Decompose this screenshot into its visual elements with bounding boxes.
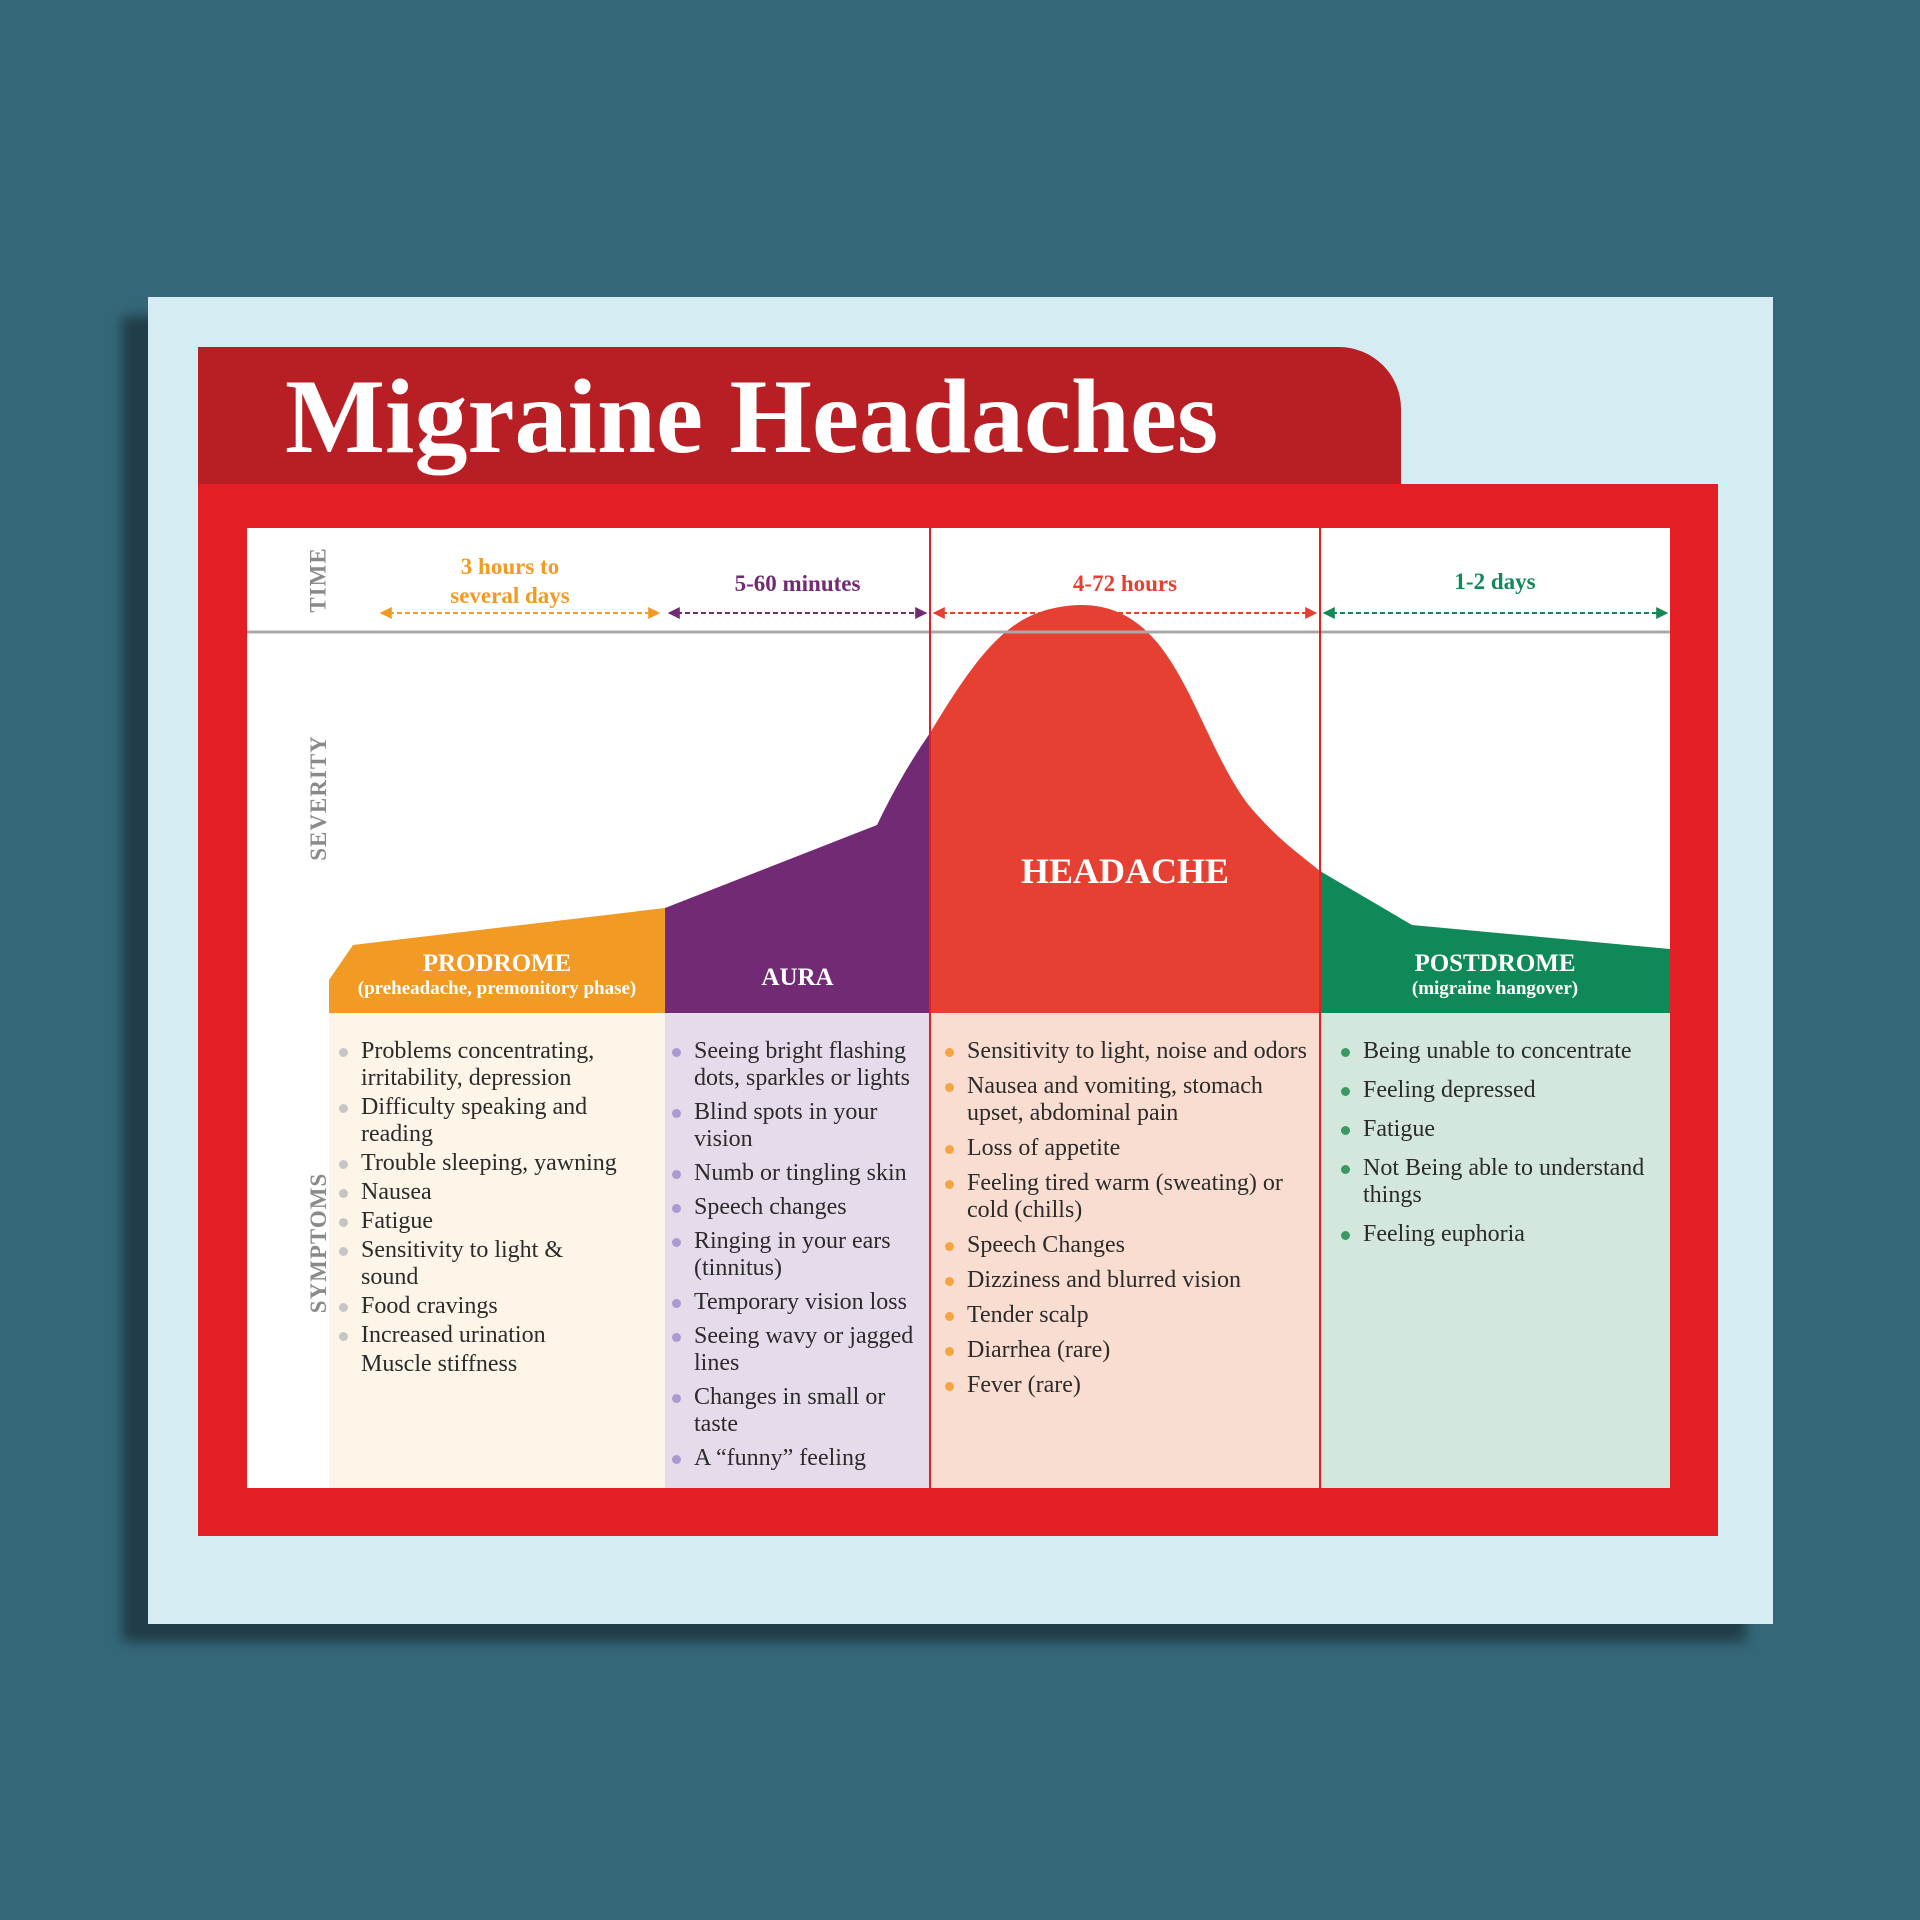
aura-duration: 5-60 minutes — [734, 571, 861, 596]
prodrome-label: PRODROME (preheadache, premonitory phase… — [329, 950, 665, 1000]
headache-label: HEADACHE — [1020, 851, 1230, 891]
list-item: Nausea — [333, 1179, 623, 1206]
list-item: Being unable to concentrate — [1335, 1038, 1665, 1065]
prodrome-duration-line-2: several days — [450, 583, 570, 608]
prodrome-duration: 3 hours to several days — [377, 552, 643, 610]
bullet-icon — [339, 1189, 348, 1198]
bullet-icon — [672, 1333, 681, 1342]
bullet-icon — [945, 1145, 954, 1154]
list-item: A “funny” feeling — [666, 1445, 926, 1472]
bullet-icon — [1341, 1231, 1350, 1240]
diagram-panel: TIME SEVERITY SYMPTOMS 3 hours to severa… — [247, 528, 1670, 1488]
list-item: Feeling tired warm (sweating) or cold (c… — [939, 1170, 1309, 1224]
bullet-icon — [1341, 1087, 1350, 1096]
bullet-icon — [945, 1382, 954, 1391]
list-item: Fever (rare) — [939, 1372, 1309, 1399]
postdrome-label: POSTDROME (migraine hangover) — [1320, 950, 1670, 1000]
list-item: Nausea and vomiting, stomach upset, abdo… — [939, 1073, 1309, 1127]
list-item: Feeling euphoria — [1335, 1221, 1665, 1248]
bullet-icon — [339, 1303, 348, 1312]
postdrome-symptoms-bg — [1320, 1013, 1670, 1488]
bullet-icon — [672, 1238, 681, 1247]
list-item: Increased urination — [333, 1322, 623, 1349]
aura-label: AURA — [665, 964, 930, 992]
bullet-icon — [945, 1048, 954, 1057]
list-item: Numb or tingling skin — [666, 1160, 926, 1187]
list-item: Temporary vision loss — [666, 1289, 926, 1316]
list-item: Loss of appetite — [939, 1135, 1309, 1162]
bullet-icon — [339, 1048, 348, 1057]
aura-name: AURA — [761, 964, 834, 991]
bullet-icon — [339, 1160, 348, 1169]
bullet-icon — [1341, 1165, 1350, 1174]
bullet-icon — [945, 1347, 954, 1356]
aura-symptoms-bg — [665, 1013, 930, 1488]
postdrome-severity-shape — [1320, 871, 1670, 1013]
bullet-icon — [945, 1180, 954, 1189]
prodrome-duration-line-1: 3 hours to — [460, 554, 560, 579]
bullet-icon — [672, 1394, 681, 1403]
row-label-time: TIME — [306, 547, 331, 613]
bullet-icon — [945, 1083, 954, 1092]
list-item: Feeling depressed — [1335, 1077, 1665, 1104]
title-tab — [198, 347, 1401, 484]
bullet-icon — [339, 1104, 348, 1113]
list-item: Speech changes — [666, 1194, 926, 1221]
headache-severity-shape — [930, 604, 1320, 1013]
bullet-icon — [672, 1170, 681, 1179]
list-item: Fatigue — [333, 1208, 623, 1235]
list-item: Speech Changes — [939, 1232, 1309, 1259]
list-item: Tender scalp — [939, 1302, 1309, 1329]
postdrome-subtitle: (migraine hangover) — [1411, 978, 1579, 999]
bullet-icon — [339, 1247, 348, 1256]
bullet-icon — [672, 1048, 681, 1057]
list-item: Trouble sleeping, yawning — [333, 1150, 623, 1177]
list-item: Blind spots in your vision — [666, 1099, 926, 1153]
list-item: Sensitivity to light & sound — [333, 1237, 623, 1291]
bullet-icon — [672, 1455, 681, 1464]
list-item: Problems concentrating, irritability, de… — [333, 1038, 623, 1092]
list-item: Difficulty speaking and reading — [333, 1094, 623, 1148]
list-item: Sensitivity to light, noise and odors — [939, 1038, 1309, 1065]
bullet-icon — [672, 1299, 681, 1308]
bullet-icon — [339, 1218, 348, 1227]
list-item: Ringing in your ears (tinnitus) — [666, 1228, 926, 1282]
bullet-icon — [339, 1332, 348, 1341]
prodrome-severity-shape — [329, 908, 665, 1013]
bullet-icon — [672, 1204, 681, 1213]
list-item: Seeing bright flashing dots, sparkles or… — [666, 1038, 926, 1092]
row-label-severity: SEVERITY — [306, 735, 332, 861]
postdrome-duration: 1-2 days — [1454, 569, 1536, 594]
bullet-icon — [672, 1109, 681, 1118]
list-item: Changes in small or taste — [666, 1384, 926, 1438]
prodrome-subtitle: (preheadache, premonitory phase) — [357, 978, 637, 999]
page-title: Migraine Headaches — [285, 358, 1219, 475]
bullet-icon — [1341, 1126, 1350, 1135]
list-item: Not Being able to understand things — [1335, 1155, 1665, 1209]
postdrome-symptom-list: Being unable to concentrate Feeling depr… — [1335, 1038, 1665, 1260]
phase-diagram — [247, 528, 1670, 1488]
aura-severity-shape — [665, 733, 930, 1013]
list-item: Food cravings — [333, 1293, 623, 1320]
list-item: Diarrhea (rare) — [939, 1337, 1309, 1364]
postdrome-name: POSTDROME — [1414, 950, 1576, 977]
list-item: Dizziness and blurred vision — [939, 1267, 1309, 1294]
headache-duration: 4-72 hours — [1072, 571, 1178, 596]
bullet-icon — [945, 1277, 954, 1286]
aura-symptom-list: Seeing bright flashing dots, sparkles or… — [666, 1038, 926, 1479]
prodrome-name: PRODROME — [422, 950, 572, 977]
bullet-icon — [945, 1242, 954, 1251]
headache-symptoms-bg — [930, 1013, 1320, 1488]
bullet-icon — [945, 1312, 954, 1321]
prodrome-symptoms-bg — [329, 1013, 665, 1488]
list-item: Seeing wavy or jagged lines — [666, 1323, 926, 1377]
list-item: Fatigue — [1335, 1116, 1665, 1143]
bullet-icon — [1341, 1048, 1350, 1057]
list-item: Muscle stiffness — [361, 1351, 518, 1377]
prodrome-symptom-list: Problems concentrating, irritability, de… — [333, 1038, 623, 1380]
headache-symptom-list: Sensitivity to light, noise and odors Na… — [939, 1038, 1309, 1407]
